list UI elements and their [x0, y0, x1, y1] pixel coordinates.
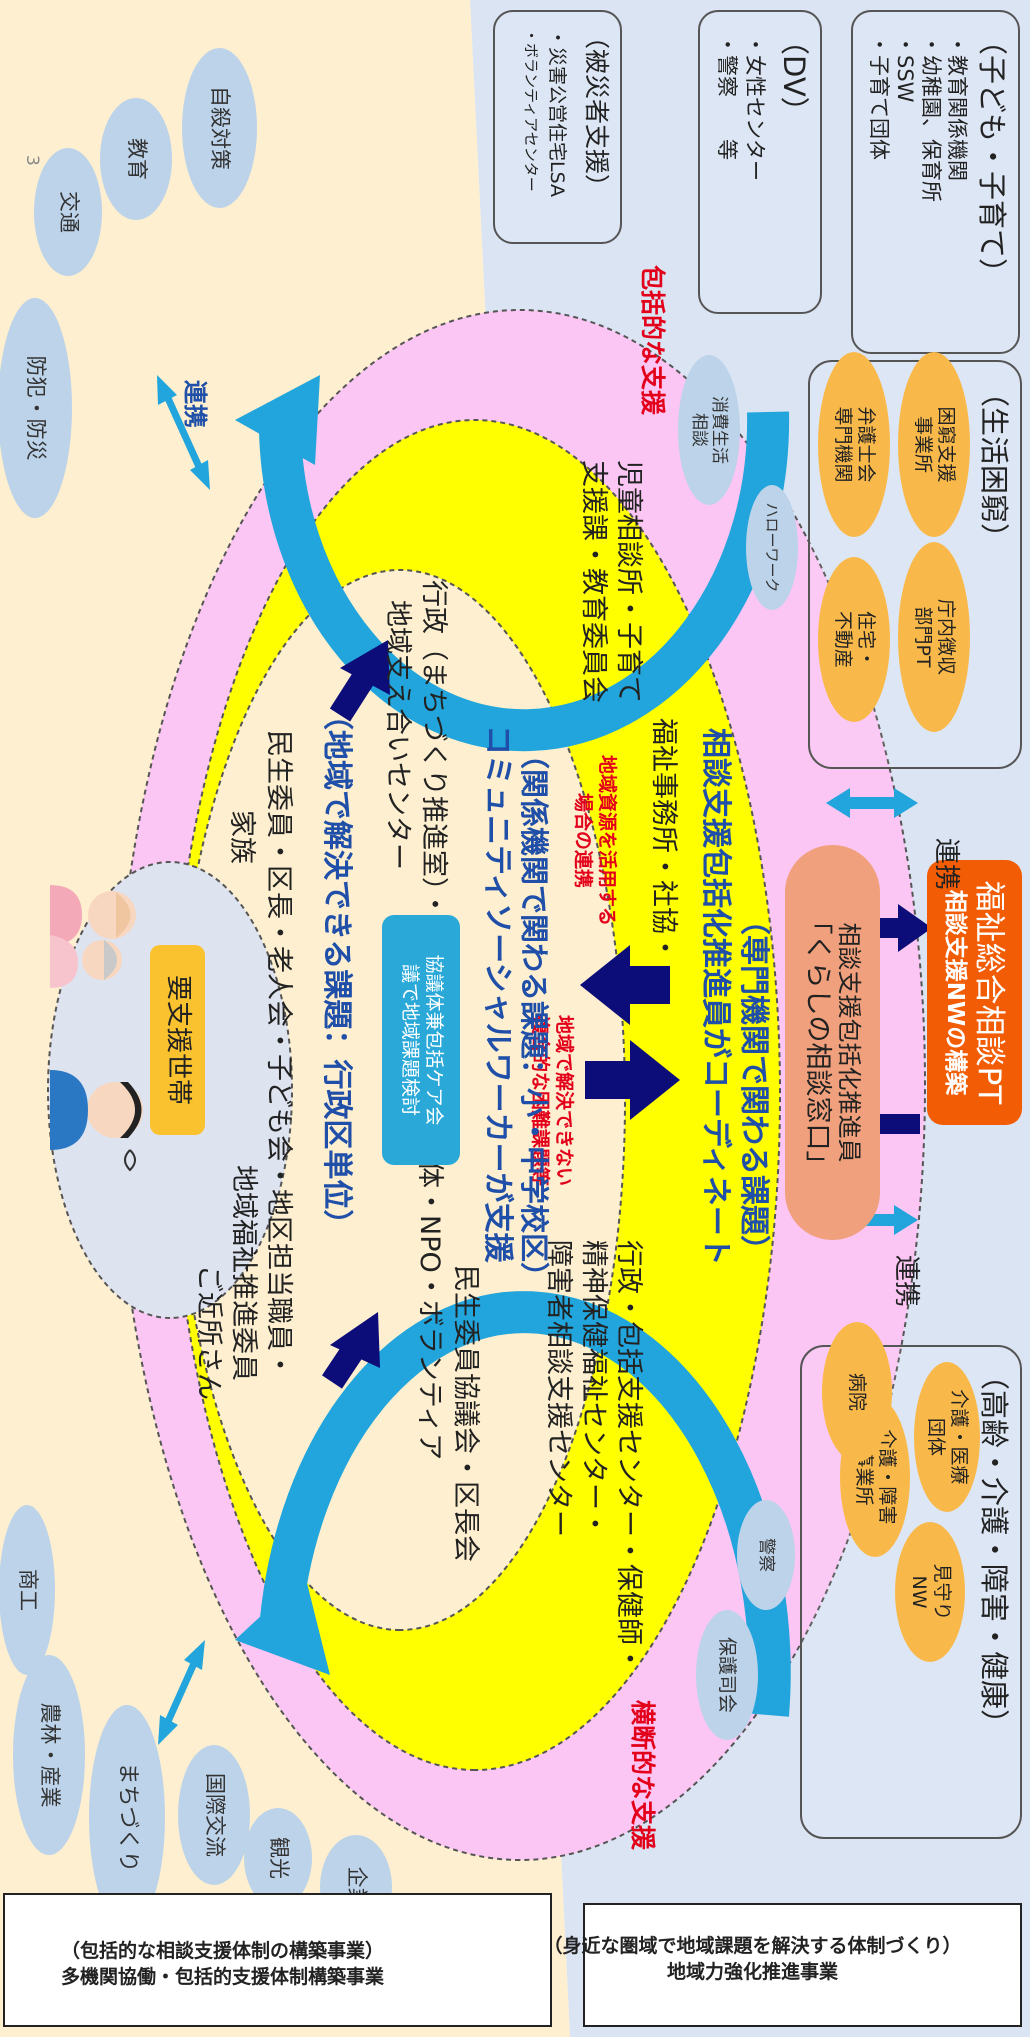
outer-right-line: 児童相談所・子育て — [613, 460, 644, 703]
disaster-box: （被災者支援） ・災害公営住宅LSA ・ボランティアセンター — [493, 10, 622, 244]
bottom-oval: 農林・産業 — [13, 1655, 85, 1855]
disaster-item: ・災害公営住宅LSA — [546, 28, 568, 197]
inner-line: 地域福祉推進委員 — [228, 1165, 259, 1381]
hellowork-oval: ハローワーク — [746, 485, 798, 610]
dv-item: ・警察 等 — [715, 34, 739, 160]
poverty-item: 庁内徴収 部門PT — [898, 542, 970, 732]
children-item: ・子育て団体 — [867, 34, 891, 160]
hq-title: 福祉総合相談PT — [971, 880, 1008, 1105]
elderly-item: 介護・医療 団体 — [914, 1362, 980, 1512]
outer-right-line: 福祉事務所・社協・ — [648, 718, 679, 961]
outer-left-line: 精神保健福祉センター・ — [578, 1240, 609, 1537]
worried-person-icon — [50, 1070, 143, 1172]
children-header: （子ども・子育て） — [975, 26, 1009, 288]
hq-box: 福祉総合相談PT 相談支援NWの構築 — [927, 860, 1022, 1125]
comprehensive-support-label: 包括的な支援 — [638, 265, 667, 416]
outer-subtitle: 相談支援包括化推進員がコーディネート — [698, 728, 733, 1266]
middle-right-line: 行政（まちづくり推進室）・社協 — [418, 580, 449, 972]
children-item: ・幼稚園、保育所 — [919, 34, 943, 202]
top-oval: 交通 — [34, 148, 102, 276]
top-oval: 自殺対策 — [182, 48, 257, 208]
inner-line: ご近所さん — [193, 1265, 224, 1400]
top-oval: 防犯・防災 — [0, 298, 72, 518]
dv-header: （DV） — [777, 26, 811, 126]
renkei-right-label: 連携 — [931, 838, 961, 891]
inner-title: （地域で解決できる課題：行政区単位） — [319, 700, 354, 1240]
middle-subtitle: コミュニティソーシャルワーカーが支援 — [480, 725, 515, 1263]
elderly-couple-icon — [50, 885, 136, 988]
outer-left-line: 行政・包括支援センター・保健師・ — [613, 1240, 644, 1672]
outer-title: （専門機関で関わる課題） — [736, 905, 771, 1265]
program-left-label: （包括的な相談支援体制の構築事業） 多機関協働・包括的支援体制構築事業 — [60, 1940, 384, 1988]
bottom-oval: 国際交流 — [178, 1745, 250, 1885]
disaster-item: ・ボランティアセンター — [522, 28, 540, 192]
elderly-header: （高齢・介護・障害・健康） — [977, 1361, 1011, 1739]
middle-title: （関係機関で関わる課題：小・中学校区） — [517, 740, 551, 1292]
elderly-box: （高齢・介護・障害・健康） 見守り NW 介護・障害 事業所 介護・医療 団体 … — [800, 1322, 1022, 1839]
children-box: （子ども・子育て） ・教育関係機関 ・幼稚園、保育所 ・SSW ・子育て団体 — [851, 10, 1020, 354]
inner-line: 民生委員・区長・老人会・子ども会・地区担当職員・ — [263, 730, 294, 1378]
dv-item: ・女性センター — [743, 34, 767, 181]
household-label: 要支援世帯 — [150, 945, 205, 1135]
program-right-label: （身近な圏域で地域課題を解決する体制づくり） 地域力強化推進事業 — [543, 1935, 962, 1983]
outer-right-line: 支援課・教育委員会 — [578, 460, 609, 703]
poverty-item: 困窮支援 事業所 — [898, 352, 970, 537]
middle-left-line: 民生委員協議会・区長会 — [450, 1265, 481, 1562]
dv-box: （DV） ・女性センター ・警察 等 — [698, 10, 822, 314]
hq-subtitle: 相談支援NWの構築 — [942, 889, 969, 1096]
arrow-comprehensive-support — [259, 411, 790, 752]
local-resource-note: 地域資源を活用する 場合の連携 — [572, 755, 618, 927]
police-oval: 警察 — [737, 1500, 795, 1610]
poverty-box: （生活困窮） 庁内徴収 部門PT 住宅・ 不動産 困窮支援 事業所 弁護士会 専… — [808, 352, 1022, 769]
bottom-oval: 商工 — [0, 1505, 55, 1675]
promoter-box: 相談支援包括化推進員 「くらしの相談窓口」 — [785, 845, 880, 1240]
promoter-line2: 「くらしの相談窓口」 — [802, 907, 834, 1178]
children-item: ・教育関係機関 — [945, 34, 969, 181]
disaster-header: （被災者支援） — [582, 24, 611, 200]
promoter-line1: 相談支援包括化推進員 — [835, 922, 864, 1163]
cross-support-label: 横断的な支援 — [628, 1700, 657, 1851]
elderly-item: 病院 — [822, 1322, 892, 1462]
inner-line: 家族 — [226, 810, 257, 864]
children-item: ・SSW — [893, 34, 917, 103]
elderly-item: 見守り NW — [895, 1522, 965, 1662]
poverty-item: 住宅・ 不動産 — [818, 557, 890, 722]
poverty-item: 弁護士会 専門機関 — [818, 352, 890, 537]
page-number: 3 — [22, 155, 42, 166]
top-oval: 教育 — [100, 98, 172, 220]
middle-right-line: 地域支え合いセンター — [382, 600, 413, 870]
arrow-renkei-top — [158, 383, 209, 482]
consumer-oval: 消費生活 相談 — [678, 355, 740, 505]
probation-oval: 保護司会 — [696, 1610, 758, 1740]
care-meeting-box: 協議体兼包括ケア会 議で地域課題検討 — [382, 915, 460, 1165]
poverty-header: （生活困窮） — [977, 378, 1011, 553]
renkei-top-label: 連携 — [181, 380, 209, 428]
renkei-left-label: 連携 — [891, 1255, 921, 1308]
